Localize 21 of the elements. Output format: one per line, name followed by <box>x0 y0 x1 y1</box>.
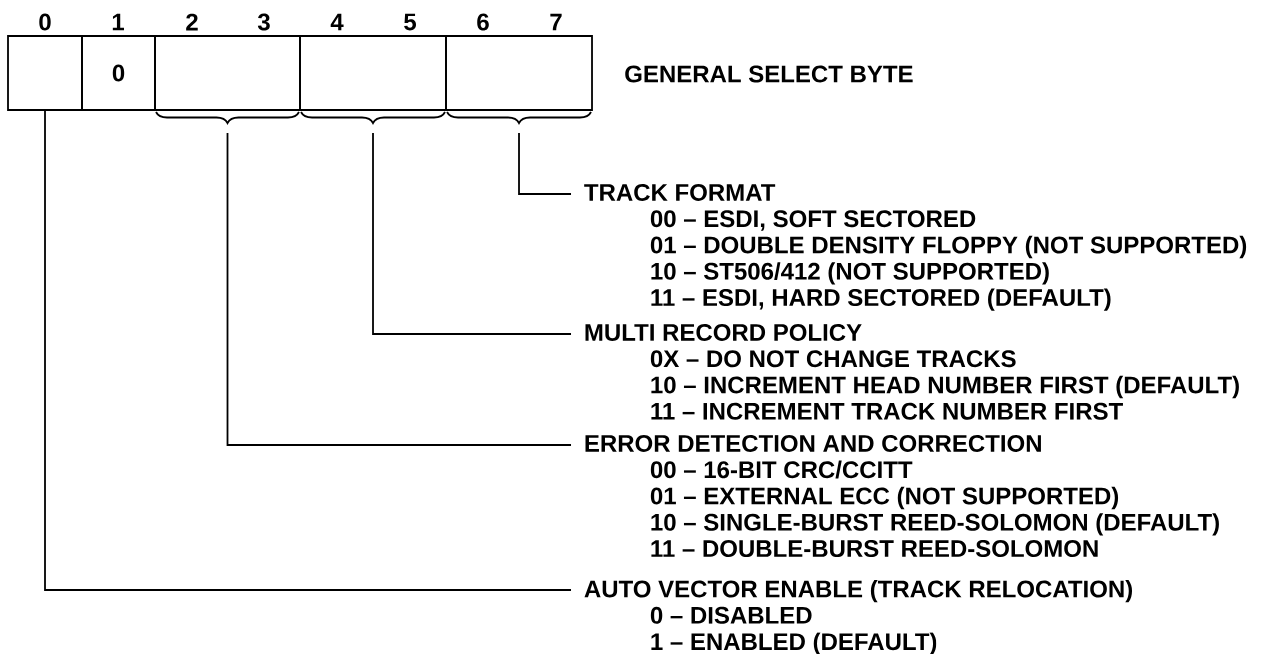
register-field <box>299 35 447 111</box>
bit-number: 0 <box>39 13 51 31</box>
bit-number: 5 <box>404 13 416 31</box>
register-field <box>154 35 301 111</box>
option-list: MULTI RECORD POLICY 0X – DO NOT CHANGE TRACKS 10 – INCREMENT HEAD NUMBER FIRST (DEFAULT) 11 – INCREMENT TRACK NUMBER FIRST <box>585 323 1239 420</box>
leader-line <box>44 110 572 591</box>
register-field <box>445 35 593 111</box>
leader-line <box>518 132 572 195</box>
leader-line <box>372 132 572 335</box>
option-list: AUTO VECTOR ENABLE (TRACK RELOCATION) 0 – DISABLED 1 – ENABLED (DEFAULT) <box>584 579 1132 654</box>
register-field: 0 <box>81 35 156 111</box>
bit-number: 6 <box>477 13 489 31</box>
option-list: ERROR DETECTION AND CORRECTION 00 – 16-BIT CRC/CCITT 01 – EXTERNAL ECC (NOT SUPPORTED) 10 – SINGLE-BURST REED-SOLOMON (DEFAULT) 11 – DOUBLE-BURST REED-SOLOMON <box>585 434 1219 558</box>
leader-line <box>226 132 572 446</box>
register-field <box>7 35 83 111</box>
register-title: GENERAL SELECT BYTE <box>625 65 913 83</box>
bit-number: 4 <box>330 13 344 31</box>
bit-number: 3 <box>257 13 270 31</box>
bit-number: 2 <box>186 13 198 31</box>
bit-number: 1 <box>112 13 124 31</box>
option-list: TRACK FORMAT 00 – ESDI, SOFT SECTORED 01 – DOUBLE DENSITY FLOPPY (NOT SUPPORTED) 10 – ST506/412 (NOT SUPPORTED) 11 – ESDI, HARD SECTORED (DEFAULT) <box>584 183 1247 311</box>
